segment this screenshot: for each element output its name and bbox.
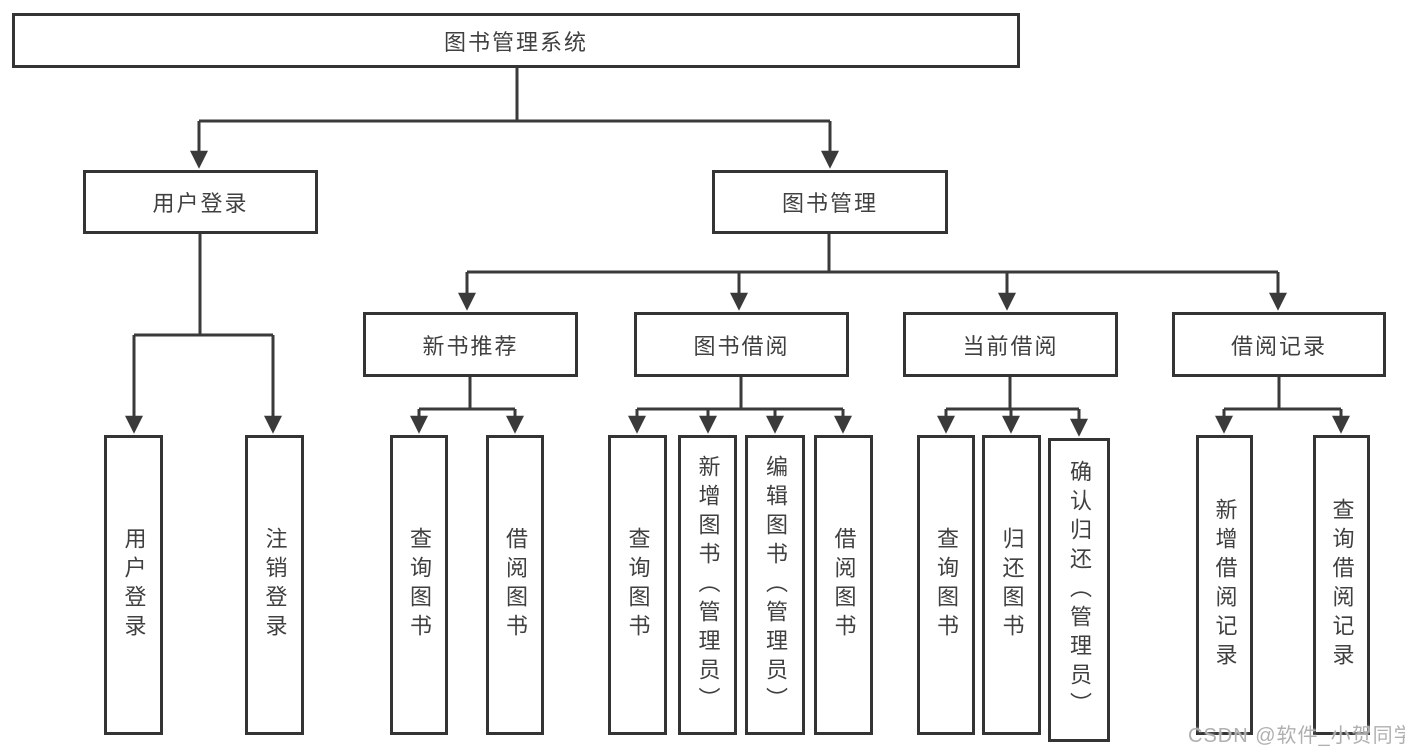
node-borrow-records: 借阅记录 (1172, 312, 1386, 377)
node-user-login-group-label: 用户登录 (152, 191, 249, 216)
node-book-borrow: 图书借阅 (634, 312, 849, 377)
node-book-management: 图书管理 (712, 170, 948, 234)
connector-current-borrow (937, 377, 1088, 437)
node-leaf-rec-borrow-books: 借阅图书 (486, 435, 544, 735)
node-leaf-user-login: 用户登录 (104, 435, 163, 735)
node-book-management-label: 图书管理 (781, 191, 878, 216)
node-leaf-bb-borrow-books-label: 借阅图书 (831, 527, 857, 643)
node-leaf-cb-confirm-return-admin-label: 确认归还（管理员） (1067, 459, 1092, 721)
node-leaf-user-login-label: 用户登录 (121, 527, 147, 643)
connector-borrow-records (1215, 377, 1350, 434)
connector-book-borrow (628, 377, 852, 434)
node-leaf-rec-borrow-books-label: 借阅图书 (503, 527, 528, 643)
node-book-borrow-label: 图书借阅 (693, 333, 790, 359)
connector-book-mgmt (458, 234, 1287, 311)
node-current-borrow: 当前借阅 (903, 312, 1118, 377)
node-new-book-recommend-label: 新书推荐 (422, 333, 519, 359)
node-leaf-logout-label: 注销登录 (262, 527, 288, 643)
node-leaf-br-add-record: 新增借阅记录 (1196, 435, 1253, 735)
node-leaf-bb-edit-books-admin-label: 编辑图书（管理员） (763, 454, 788, 716)
node-borrow-records-label: 借阅记录 (1230, 333, 1327, 359)
node-root: 图书管理系统 (12, 13, 1020, 68)
node-leaf-rec-query-books: 查询图书 (390, 435, 448, 735)
node-leaf-bb-query-books-label: 查询图书 (625, 527, 651, 643)
node-leaf-rec-query-books-label: 查询图书 (407, 527, 432, 643)
node-leaf-br-add-record-label: 新增借阅记录 (1212, 498, 1238, 672)
node-root-label: 图书管理系统 (443, 29, 588, 55)
node-leaf-br-query-record-label: 查询借阅记录 (1329, 498, 1355, 672)
connector-user-login (125, 234, 282, 434)
node-leaf-bb-query-books: 查询图书 (608, 435, 667, 735)
node-leaf-cb-return-books-label: 归还图书 (999, 527, 1025, 643)
node-new-book-recommend: 新书推荐 (363, 312, 578, 377)
connector-new-book-rec (410, 377, 524, 434)
node-leaf-cb-return-books: 归还图书 (982, 435, 1041, 735)
node-user-login-group: 用户登录 (83, 170, 318, 234)
csdn-watermark: CSDN @软件_小贺同学 (1188, 725, 1405, 747)
node-leaf-bb-add-books-admin: 新增图书（管理员） (678, 435, 737, 735)
node-current-borrow-label: 当前借阅 (962, 333, 1059, 359)
node-leaf-cb-confirm-return-admin: 确认归还（管理员） (1048, 438, 1110, 742)
node-leaf-bb-add-books-admin-label: 新增图书（管理员） (695, 454, 721, 716)
node-leaf-bb-borrow-books: 借阅图书 (814, 435, 873, 735)
node-leaf-cb-query-books-label: 查询图书 (934, 527, 959, 643)
node-leaf-logout: 注销登录 (245, 435, 304, 735)
node-leaf-cb-query-books: 查询图书 (917, 435, 975, 735)
connector-root (190, 68, 839, 169)
node-leaf-bb-edit-books-admin: 编辑图书（管理员） (745, 435, 805, 735)
node-leaf-br-query-record: 查询借阅记录 (1313, 435, 1370, 735)
